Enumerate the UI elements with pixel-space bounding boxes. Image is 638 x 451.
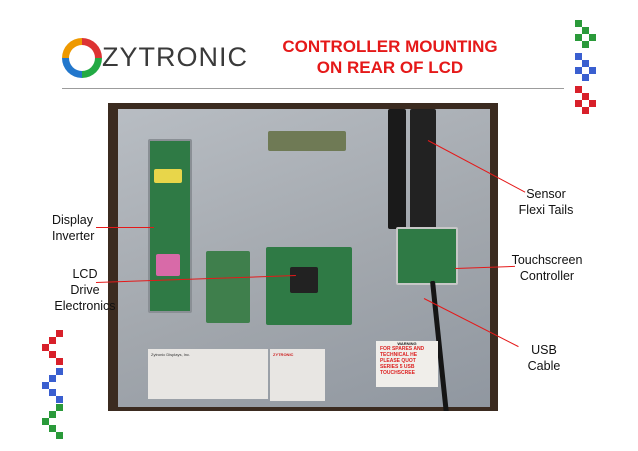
sensor-flexi-tail — [410, 109, 436, 235]
warning-line: SERIES 5 USB — [380, 364, 415, 370]
callout-line: Electronics — [54, 299, 116, 313]
logo-wordmark: ZYTRONIC — [102, 42, 248, 72]
brand-sticker-text: ZYTRONIC — [273, 352, 294, 357]
zytronic-logo: ZYTRONIC — [62, 36, 247, 84]
warning-line: FOR SPARES AND — [380, 346, 425, 352]
slide-title-line-2: ON REAR OF LCD — [316, 58, 464, 77]
callout-touchscreen-controller: Touchscreen Controller — [504, 252, 590, 284]
callout-line: Inverter — [52, 229, 95, 243]
warning-line: PLEASE QUOT — [380, 358, 416, 364]
warning-lines: FOR SPARES AND TECHNICAL HE PLEASE QUOT … — [376, 346, 438, 376]
callout-line: Cable — [527, 359, 561, 373]
pointer-display-inverter — [96, 227, 154, 228]
callout-display-inverter: Display Inverter — [52, 212, 94, 244]
callout-usb-cable: USB Cable — [512, 342, 576, 374]
inverter-component — [154, 169, 182, 183]
brand-sticker: ZYTRONIC — [270, 349, 325, 401]
slide-title-line-1: CONTROLLER MOUNTING — [282, 37, 498, 56]
callout-line: Sensor — [526, 187, 566, 201]
callout-line: Flexi Tails — [518, 203, 574, 217]
product-label: Zytronic Displays, Inc. — [148, 349, 268, 399]
callout-line: Touchscreen — [511, 253, 583, 267]
warning-title: WARNING — [397, 341, 417, 346]
callout-sensor-flexi-tails: Sensor Flexi Tails — [506, 186, 586, 218]
display-inverter-board — [148, 139, 192, 313]
sensor-flexi-tail — [388, 109, 406, 229]
callout-line: Controller — [519, 269, 575, 283]
lcd-back-plate: Zytronic Displays, Inc. ZYTRONIC WARNING… — [118, 109, 490, 411]
product-label-text: Zytronic Displays, Inc. — [151, 352, 191, 357]
inverter-component — [156, 254, 180, 276]
callout-lcd-drive-electronics: LCD Drive Electronics — [52, 266, 118, 314]
warning-sticker: WARNING FOR SPARES AND TECHNICAL HE PLEA… — [376, 341, 438, 387]
callout-line: LCD — [72, 267, 98, 281]
interface-board — [206, 251, 250, 323]
header-rule — [62, 88, 564, 89]
callout-line: Drive — [70, 283, 100, 297]
warning-line: TECHNICAL HE — [380, 352, 418, 358]
slide-title: CONTROLLER MOUNTING ON REAR OF LCD — [240, 36, 540, 78]
callout-line: Display — [52, 213, 93, 227]
callout-line: USB — [531, 343, 557, 357]
top-connector-board — [268, 131, 346, 151]
warning-line: TOUCHSCREE — [380, 370, 415, 376]
logo-ring-icon — [62, 38, 102, 78]
touchscreen-controller-board — [396, 227, 458, 285]
lcd-drive-chip — [290, 267, 318, 293]
lcd-rear-photo: Zytronic Displays, Inc. ZYTRONIC WARNING… — [108, 103, 498, 411]
